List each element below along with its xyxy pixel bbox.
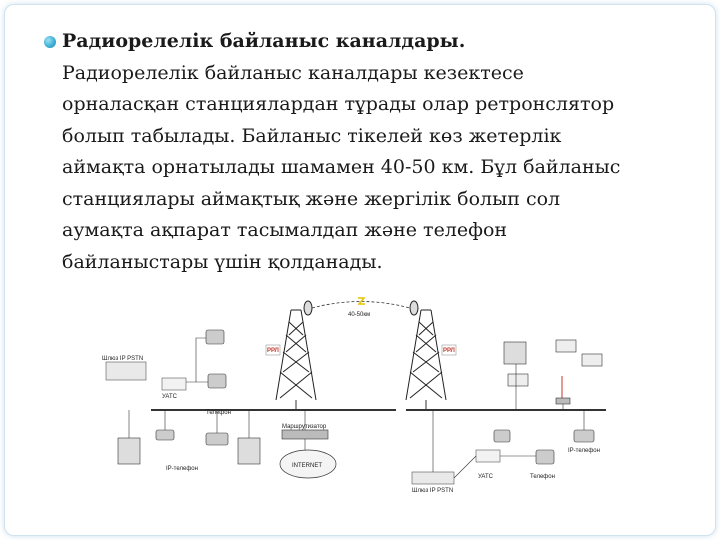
bullet-icon (44, 36, 56, 48)
router-icon (281, 429, 329, 440)
gateway-left-icon (105, 361, 147, 381)
phone-icon (207, 373, 227, 389)
lightning-icon (357, 297, 366, 305)
laptop-icon (507, 373, 529, 387)
computer-icon (117, 437, 141, 465)
gateway-right-icon (411, 471, 455, 485)
ip-phone-left-label: IP-телефон (166, 466, 198, 472)
rrl-left-label: РРЛ (267, 348, 279, 354)
distance-label: 40-50км (348, 312, 370, 318)
laptop-icon (581, 353, 603, 367)
slide-text: Радиорелелік байланыс каналдары. Радиоре… (62, 26, 702, 278)
ip-phone-icon (155, 429, 175, 441)
right-tower-icon (405, 300, 447, 401)
gateway-right-label: Шлюз IP PSTN (412, 488, 453, 494)
laptop-icon (555, 339, 577, 353)
ip-phone-icon (205, 432, 229, 446)
radio-link (311, 301, 411, 309)
gateway-left-label: Шлюз IP PSTN (102, 356, 143, 362)
ip-phone-right-label: IP-телефон (568, 448, 600, 454)
internet-label: INTERNET (292, 463, 322, 469)
computer-icon (237, 437, 261, 465)
access-point-icon (555, 397, 571, 405)
uats-right-label: УАТС (478, 474, 494, 480)
body-line-5: станциялары аймақтық және жергілік болып… (62, 187, 561, 210)
phone-icon (535, 449, 555, 465)
body-line-4: аймақта орнатылады шамамен 40-50 км. Бұл… (62, 156, 621, 178)
ip-phone-icon (573, 429, 595, 443)
body-line-6: аумақта ақпарат тасымалдап және телефон (62, 219, 508, 241)
body-line-1: Радиорелелік байланыс каналдары кезектес… (62, 61, 524, 84)
body-line-7: байланыстары үшін қолданады. (62, 250, 383, 273)
rrl-right-label: РРЛ (443, 348, 455, 354)
phone-icon (205, 329, 225, 345)
left-tower-icon (275, 300, 317, 401)
heading: Радиорелелік байланыс каналдары. (62, 30, 466, 52)
body-line-2: орналасқан станциялардан тұрады олар рет… (62, 93, 615, 115)
rrl-left-box (265, 344, 281, 356)
uats-left-label: УАТС (162, 394, 178, 400)
radio-relay-network-diagram: 40-50км РРЛ РРЛ Шлюз IP PSTN УАТС Телефо… (102, 297, 606, 494)
phone-left-label: Телефон (206, 410, 231, 416)
heading-line: Радиорелелік байланыс каналдары. (62, 26, 702, 58)
uats-left-icon (161, 377, 187, 391)
internet-cloud-icon (279, 449, 337, 479)
body-line-3: болып табылады. Байланыс тікелей көз жет… (62, 124, 562, 147)
router-label: Маршрутизатор (282, 424, 327, 430)
rrl-right-box (441, 344, 457, 356)
phone-icon (493, 429, 511, 443)
phone-right-label: Телефон (530, 474, 555, 480)
uats-right-icon (475, 449, 501, 463)
computer-icon (503, 341, 527, 365)
